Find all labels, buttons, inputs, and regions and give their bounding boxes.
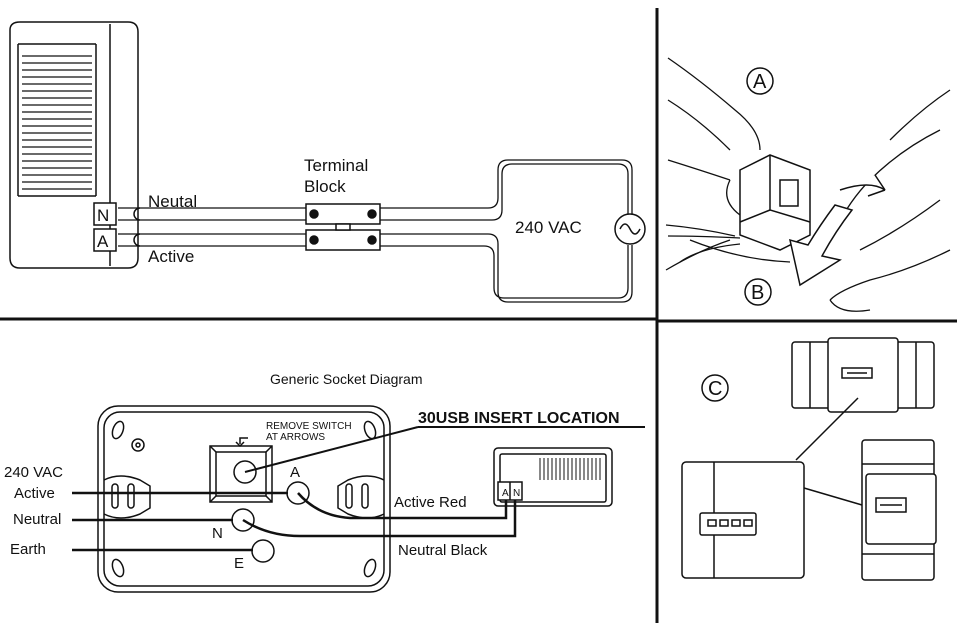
neutral-wire-label: Neutral Black	[398, 542, 488, 559]
remove-switch-note-1: REMOVE SWITCH	[266, 421, 352, 432]
terminal-n-label: N	[97, 206, 109, 225]
insert-location-label: 30USB INSERT LOCATION	[418, 410, 620, 427]
step-b-label: B	[751, 282, 764, 304]
panel-dividers	[0, 8, 957, 623]
active-lead-label: Active	[14, 485, 55, 502]
usb-module-gripped	[739, 154, 811, 251]
cable-lines	[667, 235, 741, 263]
terminal-block-label-1: Terminal	[304, 156, 368, 175]
ac-source-icon	[614, 213, 646, 245]
supply-label-bg	[510, 208, 610, 242]
supply-leads	[72, 491, 288, 552]
socket-diagram: Generic Socket Diagram	[4, 371, 645, 593]
pin-n-label: N	[212, 525, 223, 542]
insert-terminal-n: N	[513, 488, 520, 499]
rotate-arrow-icon	[788, 174, 886, 287]
step-b-badge	[744, 278, 772, 306]
device-terminals	[93, 202, 117, 252]
terminal-block-label-2: Block	[304, 177, 346, 196]
usb-view-side	[861, 439, 937, 581]
removal-illustration: A B	[665, 57, 951, 312]
neutral-lead-label: Neutral	[13, 511, 61, 528]
connection-wires	[242, 492, 517, 538]
usb-view-top	[791, 337, 935, 413]
step-a-label: A	[753, 71, 767, 93]
neutral-wire	[118, 159, 633, 221]
insert-location-leader	[244, 426, 645, 473]
earth-lead-label: Earth	[10, 541, 46, 558]
usb-orientation-views: C	[681, 337, 937, 581]
step-a-badge	[746, 67, 774, 95]
remove-switch-note-2: AT ARROWS	[266, 432, 325, 443]
terminal-screw-loops	[133, 207, 141, 247]
pin-a-label: A	[290, 464, 300, 481]
usb-insert-module	[493, 447, 613, 507]
active-label: Active	[148, 247, 194, 266]
step-c-badge	[701, 374, 729, 402]
usb-device-body	[9, 21, 139, 269]
neutral-label: Neutal	[148, 192, 197, 211]
vent-grille	[22, 55, 92, 190]
view-leader-lines	[795, 397, 863, 506]
supply-label: 240 VAC	[515, 218, 582, 237]
terminal-block	[305, 203, 381, 251]
wiring-diagram: N A Neutal	[9, 21, 646, 303]
pin-e-label: E	[234, 555, 244, 572]
switch-mechanism	[209, 437, 273, 503]
active-wire-label: Active Red	[394, 494, 467, 511]
supply-voltage-label: 240 VAC	[4, 464, 63, 481]
active-wire	[118, 233, 633, 303]
usb-view-closeup	[681, 461, 805, 579]
terminal-a-label: A	[97, 232, 109, 251]
usb-insert-vents	[539, 458, 601, 480]
step-c-label: C	[708, 378, 722, 400]
insert-terminal-a: A	[502, 488, 509, 499]
wall-plate	[97, 405, 391, 593]
socket-diagram-title: Generic Socket Diagram	[270, 371, 423, 387]
